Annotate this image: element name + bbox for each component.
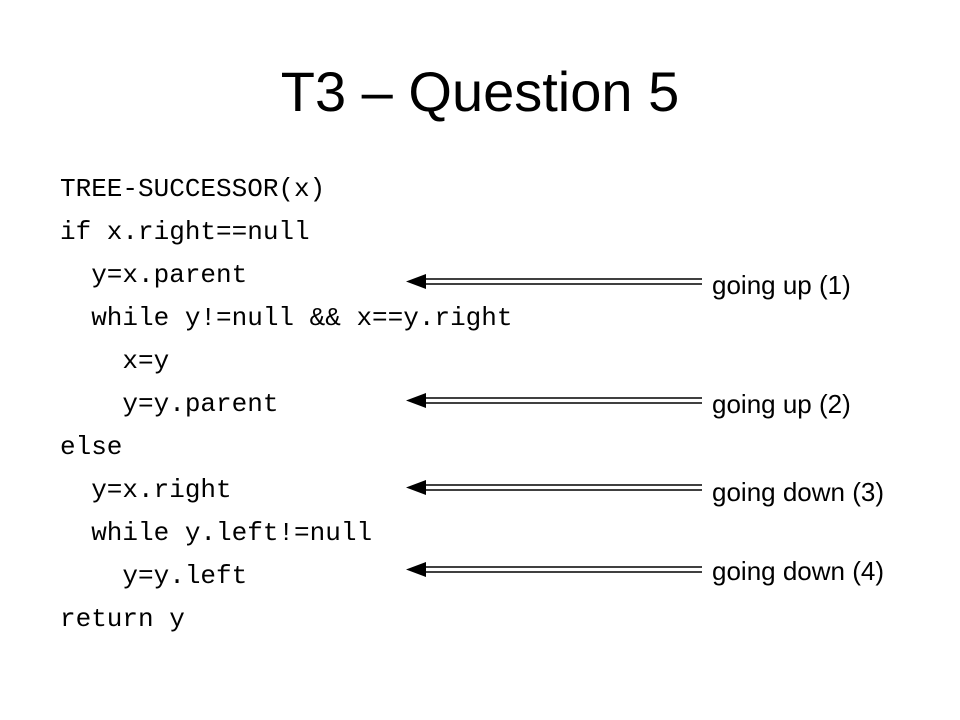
code-line: while y!=null && x==y.right [60, 303, 513, 333]
code-line: y=y.left [60, 561, 248, 591]
code-line: x=y [60, 346, 170, 376]
code-line: y=x.parent [60, 260, 248, 290]
annotation-going-up-2: going up (2) [712, 389, 851, 419]
code-line: while y.left!=null [60, 518, 373, 548]
code-line: TREE-SUCCESSOR(x) [60, 174, 326, 204]
code-line: return y [60, 604, 185, 634]
code-line: y=x.right [60, 475, 232, 505]
arrow-going-down-3 [406, 480, 702, 495]
annotation-going-up-1: going up (1) [712, 270, 851, 300]
annotation-going-down-4: going down (4) [712, 556, 884, 586]
code-line: y=y.parent [60, 389, 279, 419]
arrow-going-up-1 [406, 274, 702, 289]
arrow-going-down-4 [406, 562, 702, 577]
code-line: if x.right==null [60, 217, 310, 247]
arrow-going-up-2 [406, 393, 702, 408]
pseudocode-block: TREE-SUCCESSOR(x) if x.right==null y=x.p… [60, 168, 512, 641]
slide-title: T3 – Question 5 [280, 60, 680, 123]
code-line: else [60, 432, 123, 462]
annotation-going-down-3: going down (3) [712, 477, 884, 507]
